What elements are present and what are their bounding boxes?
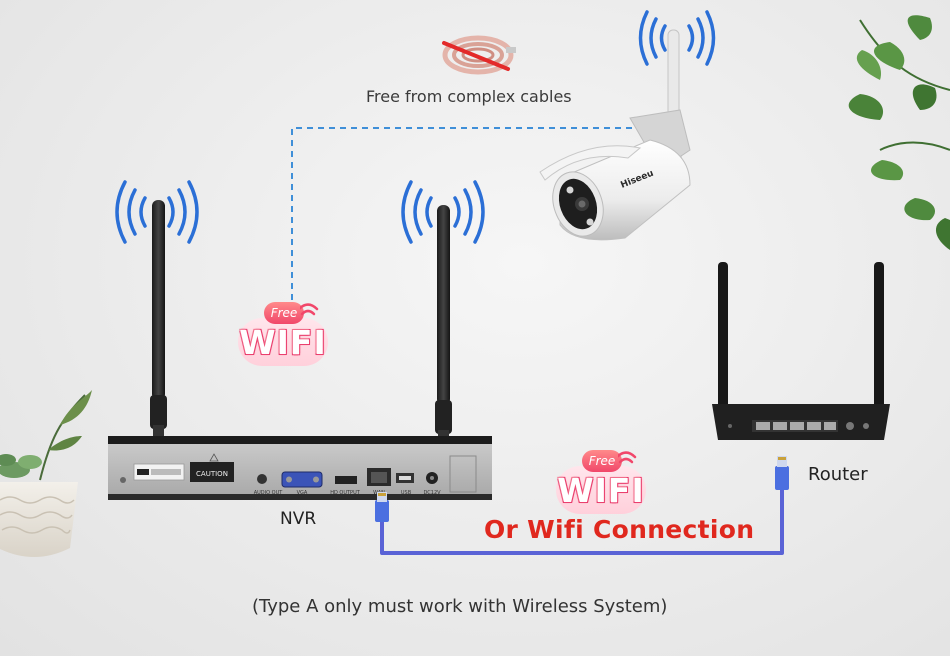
wifi-signal-icon: [300, 303, 319, 316]
free-tag: Free: [582, 450, 622, 472]
free-tag: Free: [264, 302, 304, 324]
wifi-signal-icon: [115, 180, 199, 244]
wifi-signal-icon: [401, 180, 485, 244]
wifi-badge-bubble: WIFI: [238, 318, 328, 366]
nvr-device: CAUTION AUDIO OUT VGA HD OUTPUT WAN USB …: [108, 436, 492, 500]
wifi-signal-icon: [618, 451, 637, 464]
port-label-dc: DC12V: [423, 490, 441, 496]
wifi-badge-text: WIFI: [557, 471, 645, 510]
wifi-badge-bubble: WIFI: [556, 466, 646, 514]
router-device: [712, 262, 890, 440]
nvr-label: NVR: [280, 509, 317, 529]
port-label-hdmi: HD OUTPUT: [330, 490, 361, 496]
wifi-badge-text: WIFI: [239, 323, 327, 362]
cables-caption: Free from complex cables: [366, 87, 572, 106]
wifi-signal-icon: [638, 10, 716, 66]
footer-note: (Type A only must work with Wireless Sys…: [252, 596, 668, 617]
nvr-antenna-right: [435, 205, 452, 442]
port-label-audio: AUDIO OUT: [254, 490, 284, 496]
potted-plant: [0, 390, 92, 557]
dashed-wireless-link: [291, 127, 640, 300]
port-label-usb: USB: [401, 490, 412, 496]
leaf-plant-icon: [848, 15, 950, 250]
cable-coil-icon: [442, 35, 516, 75]
ethernet-plug-icon: [775, 456, 789, 490]
port-label-vga: VGA: [297, 490, 308, 496]
free-wifi-badge: WIFI Free: [556, 448, 652, 518]
router-label: Router: [808, 464, 868, 485]
camera-device: Hiseeu: [539, 29, 691, 241]
wifi-connection-label: Or Wifi Connection: [484, 515, 755, 544]
nvr-antenna-left: [150, 200, 167, 437]
free-wifi-badge: WIFI Free: [238, 300, 334, 370]
caution-label: CAUTION: [196, 470, 228, 478]
ethernet-plug-icon: [375, 492, 389, 522]
ethernet-cable: [380, 490, 784, 555]
